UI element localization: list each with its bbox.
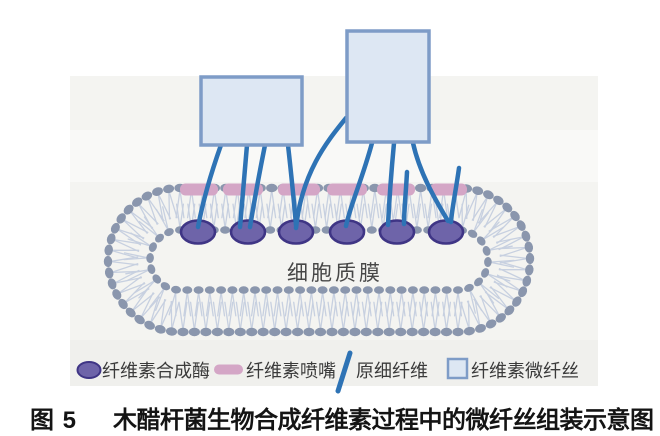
plasma-membrane-bilayer [103, 183, 535, 337]
legend-label-protofibril: 原细纤维 [356, 361, 428, 381]
cellulose-nozzle [278, 183, 320, 196]
legend-microfibril-swatch [446, 357, 469, 380]
protofibril-strands [195, 115, 462, 231]
membrane-label: 细胞质膜 [287, 261, 383, 285]
protofibril-line [195, 142, 224, 230]
protofibril-line [448, 165, 462, 225]
figure-title: 木醋杆菌生物合成纤维素过程中的微纤丝组装示意图 [113, 407, 654, 434]
figure-caption: 图 5 木醋杆菌生物合成纤维素过程中的微纤丝组装示意图 [30, 400, 654, 435]
cellulose-synthase [378, 219, 416, 245]
cellulose-nozzle [430, 183, 467, 196]
protofibril-line [237, 142, 250, 230]
microfibril-bundles [199, 29, 431, 147]
protofibril-line [410, 140, 451, 224]
protofibril-line [343, 140, 375, 229]
panel-light-band [70, 130, 598, 182]
cellulose-microfibril-bundle [345, 29, 431, 144]
cellulose-synthase [427, 219, 465, 245]
legend-nozzle-swatch [214, 364, 243, 375]
protofibril-line [401, 169, 410, 227]
protofibril-line [293, 115, 349, 231]
protofibril-line [247, 142, 268, 230]
legend-label-synthase: 纤维素合成酶 [102, 361, 210, 381]
cellulose-microfibril-bundle [199, 75, 304, 147]
figure-number: 图 5 [30, 407, 78, 434]
lipid-tails [123, 203, 515, 317]
legend-synthase-swatch [76, 361, 102, 379]
cellulose-synthase [229, 219, 267, 245]
cellulose-nozzle [180, 183, 218, 196]
protofibril-line [385, 140, 397, 228]
legend-label-microfibril: 纤维素微纤丝 [471, 361, 579, 381]
legend-protofibril-swatch [335, 350, 353, 394]
legend: 纤维素合成酶 纤维素喷嘴 原细纤维 纤维素微纤丝 [76, 350, 579, 394]
legend-label-nozzle: 纤维素喷嘴 [246, 361, 336, 381]
cellulose-nozzle [377, 183, 415, 196]
